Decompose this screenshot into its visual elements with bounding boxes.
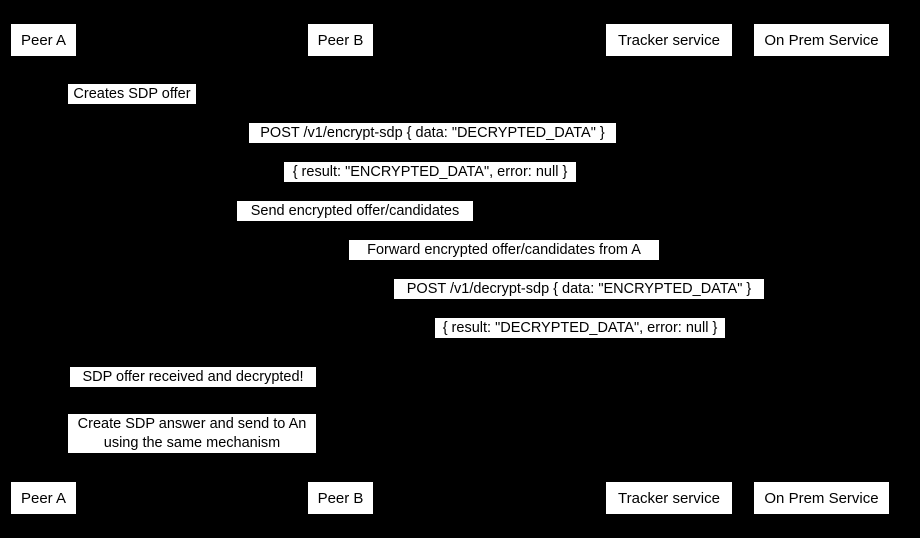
message-text: { result: "DECRYPTED_DATA", error: null … (442, 319, 718, 336)
lifeline-peer-a (43, 57, 44, 481)
participant-label: Tracker service (618, 489, 720, 507)
lifeline-peer-b (340, 57, 341, 481)
message-label-forward-encrypted-offer[interactable]: Forward encrypted offer/candidates from … (349, 240, 659, 260)
participant-label: Peer A (20, 31, 67, 49)
message-label-creates-sdp-offer[interactable]: Creates SDP offer (68, 84, 196, 104)
message-text: POST /v1/decrypt-sdp { data: "ENCRYPTED_… (406, 280, 752, 297)
message-label-result-decrypted-data[interactable]: { result: "DECRYPTED_DATA", error: null … (435, 318, 725, 338)
participant-header-peer-a[interactable]: Peer A (10, 23, 77, 57)
message-text: Forward encrypted offer/candidates from … (367, 241, 641, 258)
participant-label: Peer B (317, 489, 364, 507)
lifeline-on-prem-service (821, 57, 822, 481)
participant-header-tracker-service[interactable]: Tracker service (605, 23, 733, 57)
message-label-create-sdp-answer[interactable]: Create SDP answer and send to An using t… (68, 414, 316, 453)
message-label-result-encrypted-data[interactable]: { result: "ENCRYPTED_DATA", error: null … (284, 162, 576, 182)
message-text: SDP offer received and decrypted! (82, 368, 304, 385)
participant-footer-on-prem-service[interactable]: On Prem Service (753, 481, 890, 515)
participant-footer-tracker-service[interactable]: Tracker service (605, 481, 733, 515)
message-label-sdp-offer-received[interactable]: SDP offer received and decrypted! (70, 367, 316, 387)
participant-header-peer-b[interactable]: Peer B (307, 23, 374, 57)
message-text: { result: "ENCRYPTED_DATA", error: null … (292, 163, 568, 180)
participant-footer-peer-a[interactable]: Peer A (10, 481, 77, 515)
participant-label: Peer B (317, 31, 364, 49)
message-text: POST /v1/encrypt-sdp { data: "DECRYPTED_… (260, 124, 605, 141)
participant-label: On Prem Service (764, 31, 879, 49)
participant-footer-peer-b[interactable]: Peer B (307, 481, 374, 515)
message-label-post-decrypt-sdp[interactable]: POST /v1/decrypt-sdp { data: "ENCRYPTED_… (394, 279, 764, 299)
message-text: Send encrypted offer/candidates (250, 202, 460, 219)
participant-label: Peer A (20, 489, 67, 507)
message-label-send-encrypted-offer[interactable]: Send encrypted offer/candidates (237, 201, 473, 221)
message-text: Creates SDP offer (73, 85, 191, 102)
message-text-line-1: Create SDP answer and send to An (77, 416, 307, 432)
participant-header-on-prem-service[interactable]: On Prem Service (753, 23, 890, 57)
message-text-line-2: using the same mechanism (103, 435, 281, 451)
message-label-post-encrypt-sdp[interactable]: POST /v1/encrypt-sdp { data: "DECRYPTED_… (249, 123, 616, 143)
lifeline-tracker-service (669, 57, 670, 481)
participant-label: Tracker service (618, 31, 720, 49)
participant-label: On Prem Service (764, 489, 879, 507)
